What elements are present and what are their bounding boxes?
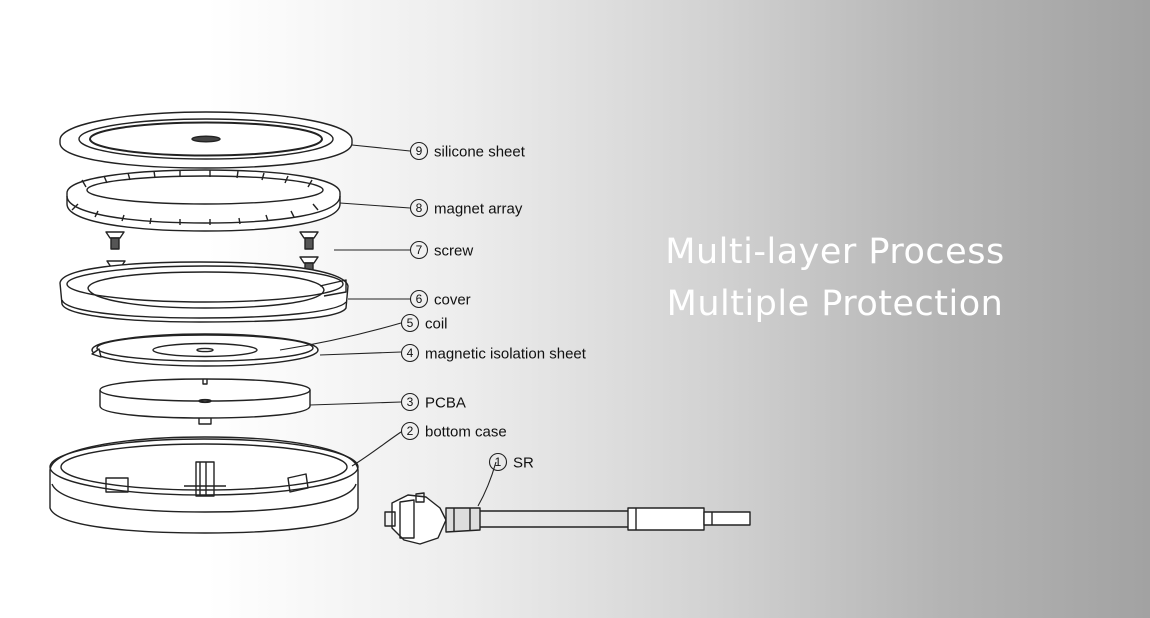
- callout-7-circle: [409, 240, 429, 260]
- callout-3-circle: [400, 392, 420, 412]
- callout-7-number: 7: [416, 243, 423, 257]
- headline-line-2: Multiple Protection: [666, 284, 1004, 324]
- callout-8-number: 8: [416, 201, 423, 215]
- callout-4-number: 4: [407, 346, 414, 360]
- sr-cable-part: [384, 492, 751, 545]
- leader-lines: [279, 144, 497, 507]
- callout-8-circle: [409, 198, 429, 218]
- callout-6-circle: [409, 289, 429, 309]
- cover-part: [59, 261, 349, 323]
- callout-9-circle: [409, 141, 429, 161]
- label-magnet-array: magnet array: [434, 201, 523, 218]
- callout-9-number: 9: [416, 144, 423, 158]
- label-bottom-case: bottom case: [425, 424, 507, 441]
- callout-1-circle: [488, 452, 508, 472]
- label-pcba: PCBA: [425, 395, 466, 412]
- label-sr: SR: [513, 455, 534, 472]
- callout-5-circle: [400, 313, 420, 333]
- coil-and-isolation-sheet-part: [91, 333, 319, 367]
- callout-3-number: 3: [407, 395, 414, 409]
- bottom-case-part: [49, 436, 359, 534]
- callout-2-number: 2: [407, 424, 414, 438]
- label-magnetic-isolation-sheet: magnetic isolation sheet: [425, 346, 587, 363]
- callout-4-circle: [400, 343, 420, 363]
- callout-1-number: 1: [495, 455, 502, 469]
- pcba-part: [99, 378, 311, 425]
- callout-6-number: 6: [416, 292, 423, 306]
- callout-2-circle: [400, 421, 420, 441]
- label-cover: cover: [434, 292, 471, 309]
- magnet-array-part: [66, 169, 341, 232]
- silicone-sheet-part: [59, 111, 353, 169]
- label-screw: screw: [434, 243, 473, 260]
- label-coil: coil: [425, 316, 448, 333]
- label-silicone-sheet: silicone sheet: [434, 144, 526, 161]
- callout-5-number: 5: [407, 316, 414, 330]
- headline-line-1: Multi-layer Process: [665, 232, 1005, 272]
